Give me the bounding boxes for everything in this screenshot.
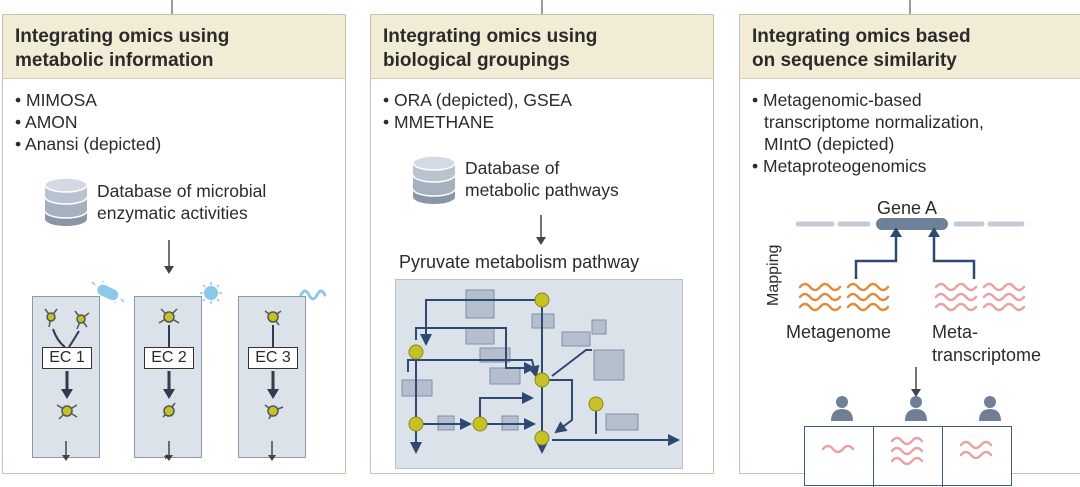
arrow-down-icon bbox=[536, 215, 546, 245]
arrow-down-icon bbox=[62, 441, 70, 461]
database-icon bbox=[412, 155, 456, 204]
spirillum-icon bbox=[299, 289, 327, 301]
database-label: Database of microbial enzymatic activiti… bbox=[97, 181, 267, 223]
pathway-diagram bbox=[395, 279, 683, 469]
enzyme-box-3: EC 3 bbox=[238, 296, 306, 458]
mapping-label: Mapping bbox=[765, 244, 782, 306]
metagenome-label: Metagenome bbox=[786, 322, 892, 342]
bacterium-icon bbox=[91, 281, 125, 303]
coccus-icon bbox=[200, 282, 222, 304]
table-cell bbox=[874, 427, 943, 487]
pathway-title: Pyruvate metabolism pathway bbox=[399, 252, 640, 272]
metagenome-reads-icon bbox=[798, 282, 890, 312]
arrow-down-icon bbox=[164, 240, 174, 274]
list-item: • Metagenomic-based transcriptome normal… bbox=[752, 90, 984, 154]
panel-title: Integrating omics using biological group… bbox=[383, 26, 598, 71]
database-label: Database of metabolic pathways bbox=[465, 158, 619, 200]
method-list: • Metagenomic-based transcriptome normal… bbox=[740, 89, 1080, 177]
person-icon bbox=[905, 396, 927, 421]
panel-biological-groupings: Integrating omics using biological group… bbox=[370, 14, 714, 474]
metatranscriptome-label: Meta- transcriptome bbox=[932, 322, 1042, 365]
table-cell bbox=[943, 427, 1012, 487]
enzyme-label: EC 2 bbox=[144, 347, 194, 369]
list-item: • MMETHANE bbox=[383, 112, 495, 132]
database-icon bbox=[44, 177, 88, 226]
list-item: • ORA (depicted), GSEA bbox=[383, 90, 572, 110]
metatranscriptome-reads-icon bbox=[934, 282, 1026, 312]
panel-metabolic-information: Integrating omics using metabolic inform… bbox=[2, 14, 346, 474]
panel-header: Integrating omics using metabolic inform… bbox=[3, 15, 345, 79]
list-item: • MIMOSA bbox=[15, 90, 97, 110]
panel-header: Integrating omics based on sequence simi… bbox=[740, 15, 1080, 79]
list-item: • Anansi (depicted) bbox=[15, 134, 162, 154]
panel-title: Integrating omics using metabolic inform… bbox=[15, 26, 230, 71]
person-icon bbox=[979, 396, 1001, 421]
person-icon bbox=[831, 396, 853, 421]
method-list: • MIMOSA • AMON • Anansi (depicted) bbox=[3, 89, 345, 155]
panel-title: Integrating omics based on sequence simi… bbox=[752, 26, 971, 71]
genome-track bbox=[796, 218, 1025, 230]
connector-line bbox=[909, 0, 911, 14]
panel-sequence-similarity: Integrating omics based on sequence simi… bbox=[739, 14, 1080, 487]
enzyme-box-1: EC 1 bbox=[32, 296, 100, 458]
enzyme-box-2: EC 2 bbox=[134, 296, 202, 458]
enzyme-label: EC 1 bbox=[42, 347, 92, 369]
table-cell bbox=[805, 427, 874, 487]
panel-header: Integrating omics using biological group… bbox=[371, 15, 713, 79]
arrow-down-icon bbox=[165, 441, 173, 461]
list-item: • Metaproteogenomics bbox=[752, 156, 927, 176]
arrow-down-icon bbox=[911, 367, 921, 397]
expression-table bbox=[804, 426, 1012, 487]
arrow-down-icon bbox=[268, 441, 276, 461]
method-list: • ORA (depicted), GSEA • MMETHANE bbox=[371, 89, 713, 133]
gene-label: Gene A bbox=[877, 198, 938, 218]
footnote-mark: * bbox=[164, 451, 170, 467]
mapping-arrows bbox=[854, 227, 976, 279]
connector-line bbox=[171, 0, 173, 14]
list-item: • AMON bbox=[15, 112, 78, 132]
enzyme-label: EC 3 bbox=[248, 347, 298, 369]
connector-line bbox=[541, 0, 543, 14]
